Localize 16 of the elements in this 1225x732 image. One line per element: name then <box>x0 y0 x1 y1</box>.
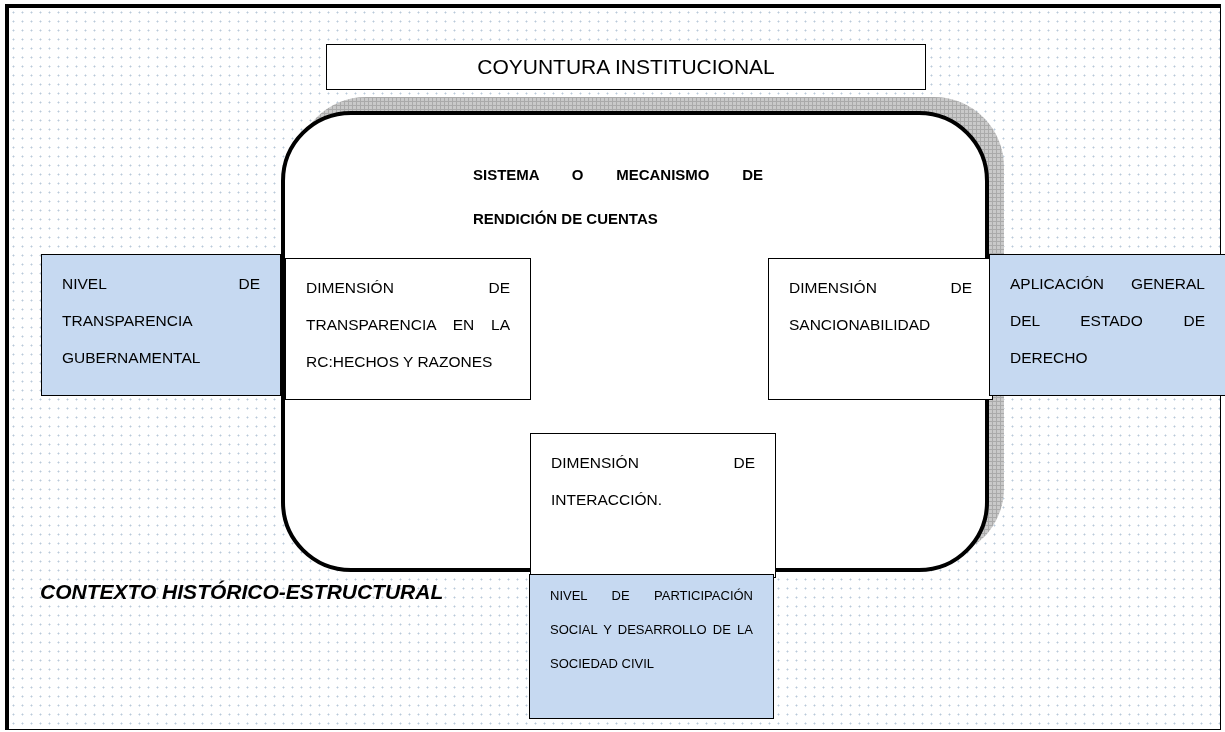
title-text: COYUNTURA INSTITUCIONAL <box>477 55 775 79</box>
box-text: DIMENSIÓN DE SANCIONABILIDAD <box>789 278 972 335</box>
level-box <box>989 254 1225 396</box>
level-box <box>41 254 281 396</box>
context-label: CONTEXTO HISTÓRICO-ESTRUCTURAL <box>40 580 444 604</box>
dimension-box <box>285 258 531 400</box>
dimension-box <box>530 433 776 578</box>
box-text: NIVEL DE PARTICIPACIÓN SOCIAL Y DESARROLLO DE LA SOCIEDAD CIVIL <box>550 587 753 673</box>
box-text: DIMENSIÓN DE INTERACCIÓN. <box>551 453 755 510</box>
level-box <box>529 574 774 719</box>
dimension-box <box>768 258 993 400</box>
box-text: NIVEL DE TRANSPARENCIA GUBERNAMENTAL <box>62 274 260 368</box>
box-text: APLICACIÓN GENERAL DEL ESTADO DE DERECHO <box>1010 274 1205 368</box>
title-box <box>326 44 926 90</box>
box-text: DIMENSIÓN DE TRANSPARENCIA EN LA RC:HECHOS Y RAZONES <box>306 278 510 372</box>
system-heading: SISTEMA O MECANISMO DE RENDICIÓN DE CUENTAS <box>473 165 763 229</box>
